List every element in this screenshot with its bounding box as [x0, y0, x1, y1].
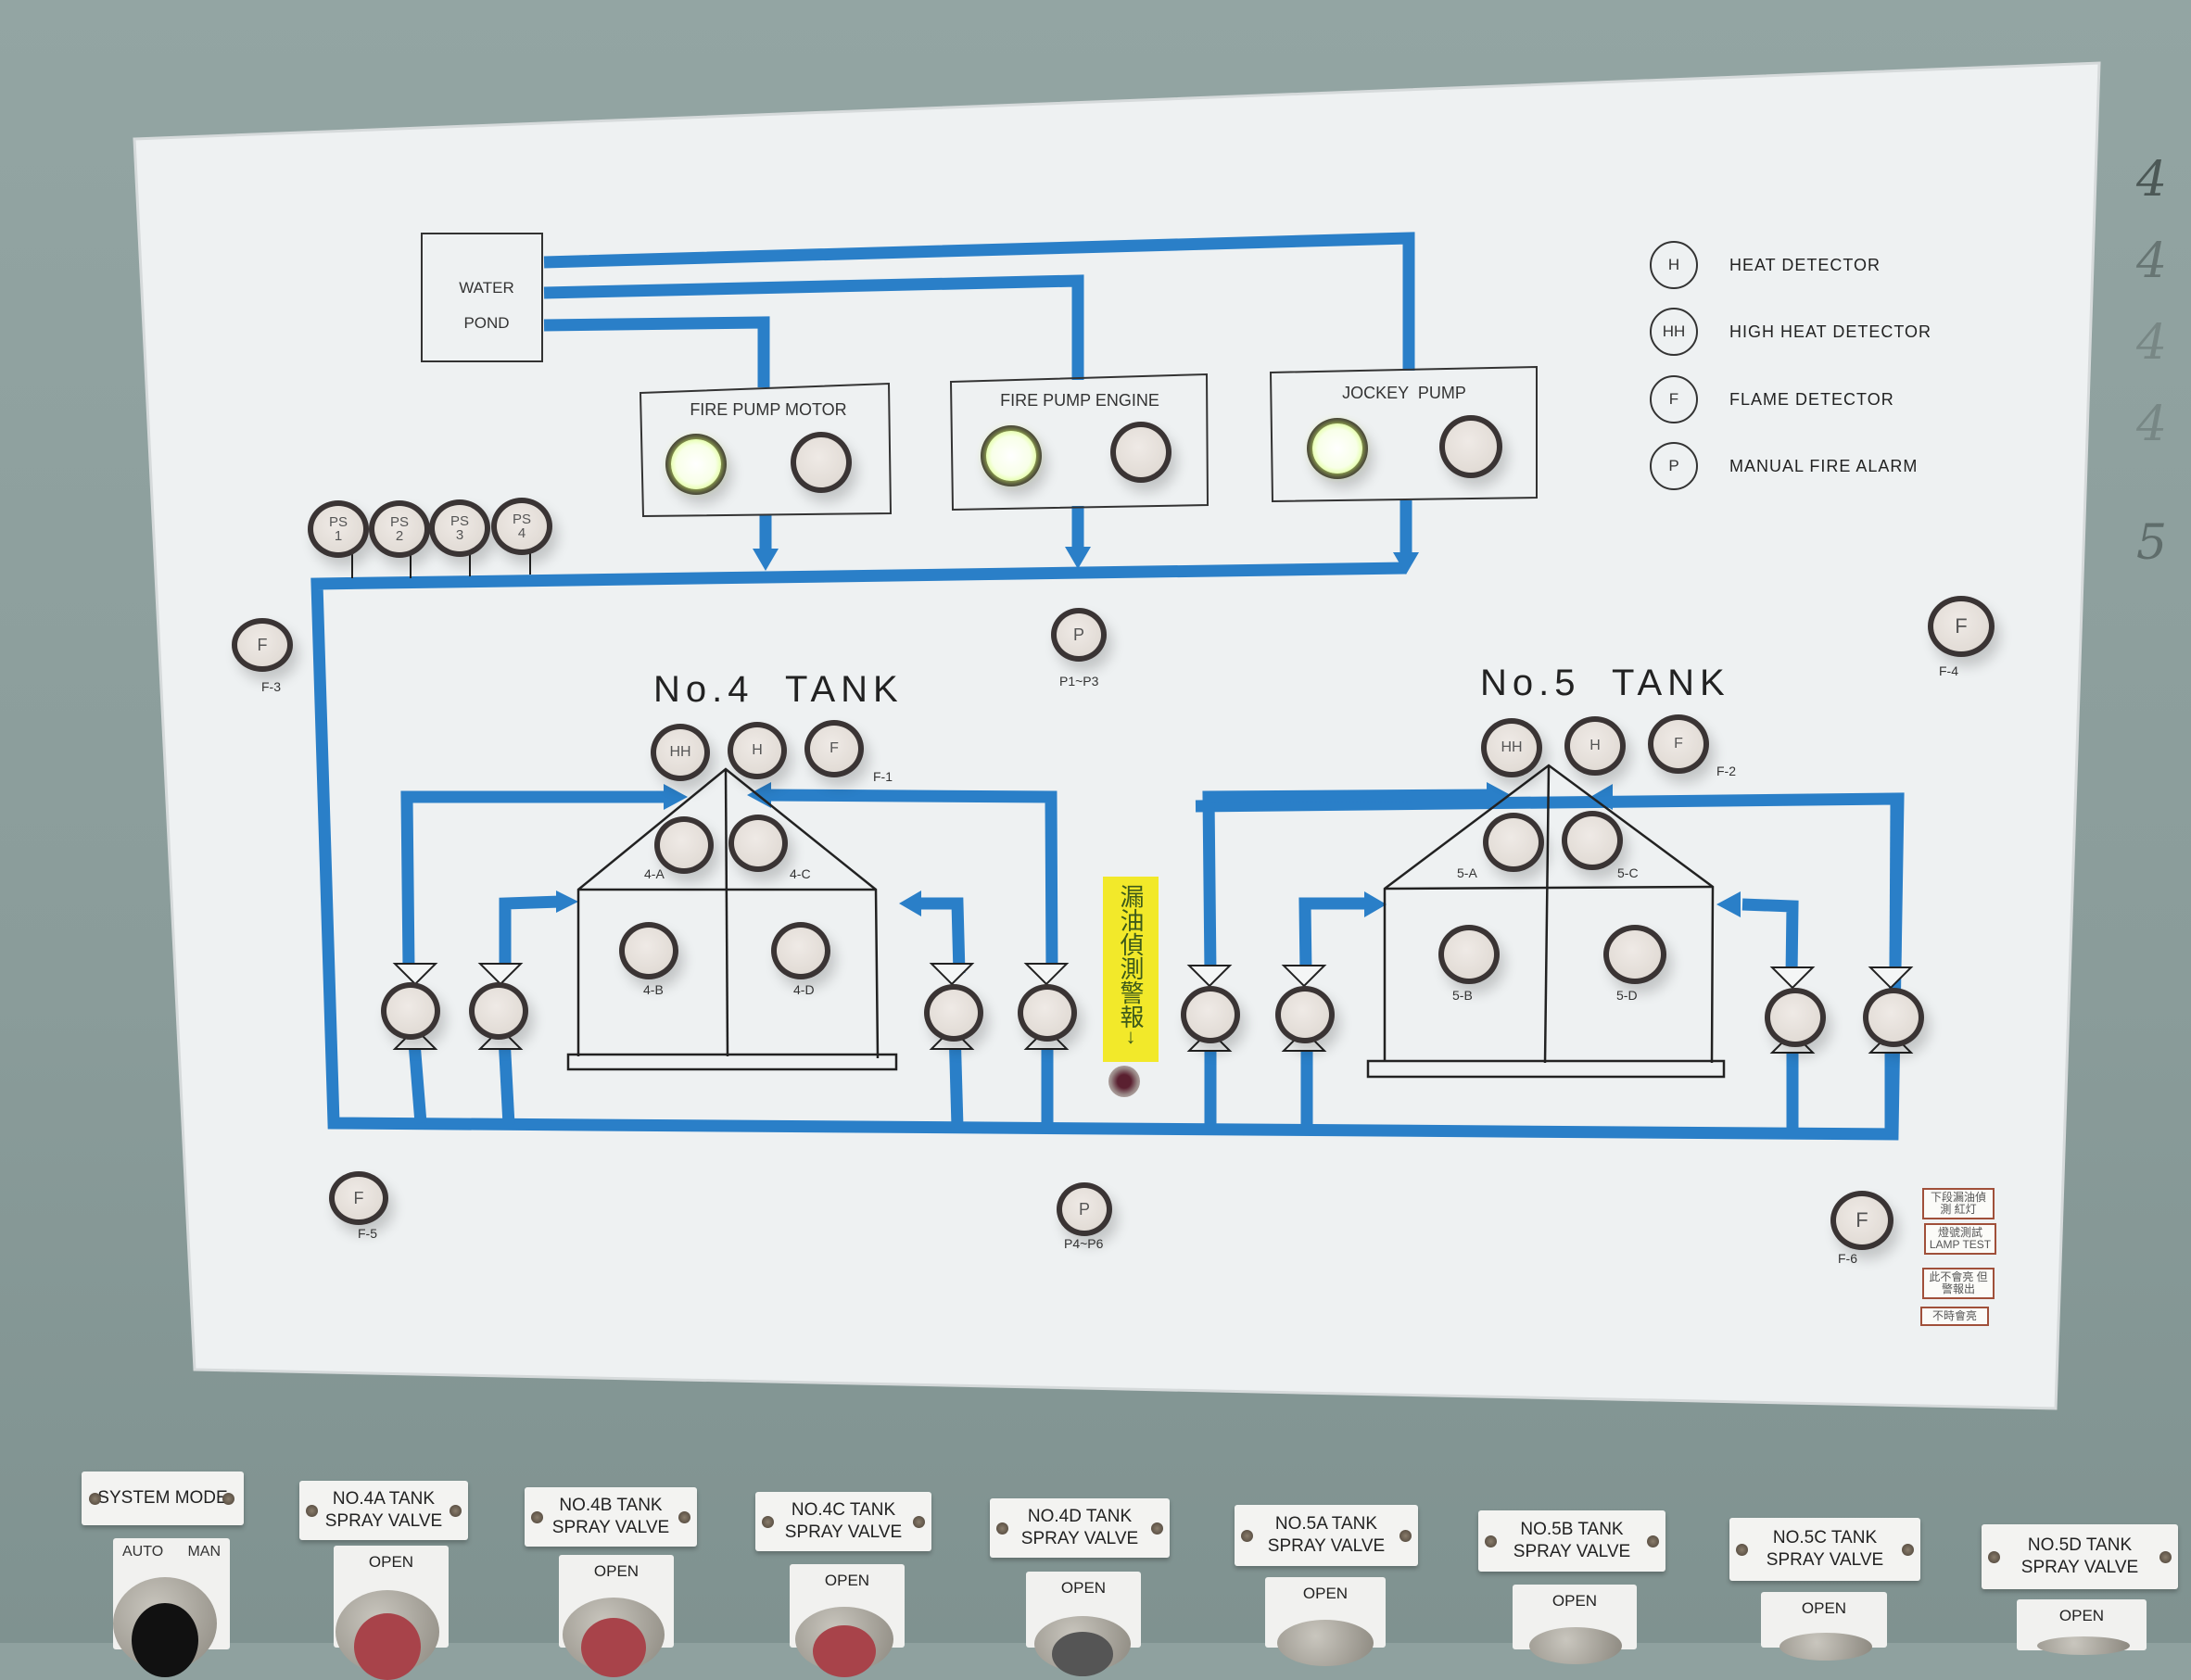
tank4-high-heat-detector[interactable]: HH [651, 724, 710, 781]
sticker-oil-leak-red-lamp: 下段漏油偵測 紅灯 [1922, 1188, 1995, 1219]
valve-lamp-5d-inner[interactable] [1765, 988, 1826, 1047]
spray-valve-5d-open-button[interactable] [2037, 1636, 2130, 1655]
spray-valve-4c-open-button[interactable] [795, 1607, 893, 1677]
tank5-zone-b-lamp[interactable] [1438, 925, 1500, 984]
tank4-heat-detector[interactable]: H [728, 722, 787, 779]
tank5-high-heat-detector[interactable]: HH [1481, 718, 1542, 777]
spray-valve-4a-open-button[interactable] [336, 1590, 439, 1680]
tank4-zone-a-lamp[interactable] [654, 816, 714, 874]
sticker-intermittent: 不時會亮 [1920, 1307, 1989, 1326]
flame-detector-f5-label: F-5 [358, 1226, 377, 1241]
manual-alarm-p1-p3-label: P1~P3 [1059, 674, 1099, 688]
tank4-zone-a-label: 4-A [644, 866, 665, 881]
oil-leak-alarm-label: 漏油偵測警報 ↓ [1103, 877, 1159, 1062]
manual-alarm-p4-p6[interactable]: P [1057, 1182, 1112, 1236]
pump-label-motor: FIRE PUMP MOTOR [690, 400, 847, 419]
flame-detector-f4[interactable]: F [1928, 596, 1995, 657]
tank5-zone-d-lamp[interactable] [1603, 925, 1666, 984]
fire-pump-engine-run-lamp[interactable] [981, 425, 1042, 486]
fire-pump-engine-stop-lamp[interactable] [1110, 422, 1171, 483]
pump-label-engine: FIRE PUMP ENGINE [1000, 391, 1159, 410]
tank4-flame-detector[interactable]: F [804, 720, 864, 777]
spray-valve-5a-open-button[interactable] [1277, 1620, 1374, 1666]
flame-detector-f3-label: F-3 [261, 679, 281, 694]
legend-symbol: P [1650, 442, 1698, 490]
system-mode-plate: SYSTEM MODE [82, 1472, 244, 1525]
system-mode-selector-switch[interactable] [113, 1577, 217, 1677]
spray-valve-5d-subplate: OPEN [2017, 1599, 2147, 1650]
mimic-board [133, 61, 2101, 1410]
valve-lamp-4a-outer[interactable] [381, 982, 440, 1040]
tank4-zone-c-label: 4-C [790, 866, 811, 881]
spray-valve-4d-plate: NO.4D TANK SPRAY VALVE [990, 1498, 1170, 1558]
spray-valve-5a-plate: NO.5A TANK SPRAY VALVE [1235, 1505, 1418, 1566]
spray-valve-5c-plate: NO.5C TANK SPRAY VALVE [1729, 1518, 1920, 1581]
flame-detector-f6-label: F-6 [1838, 1251, 1857, 1266]
sticker-no-light-alarm: 此不會亮 但警報出 [1922, 1268, 1995, 1299]
flame-detector-f6[interactable]: F [1830, 1191, 1893, 1250]
side-marks: 4 4 4 4 5 [2136, 152, 2168, 571]
spray-valve-4b-plate: NO.4B TANK SPRAY VALVE [525, 1487, 697, 1547]
spray-valve-5b-open-button[interactable] [1529, 1627, 1622, 1664]
tank4-zone-d-label: 4-D [793, 982, 815, 997]
tank5-zone-c-lamp[interactable] [1562, 811, 1623, 870]
tank5-flame-label: F-2 [1716, 764, 1736, 778]
manual-alarm-p4-p6-label: P4~P6 [1064, 1236, 1104, 1251]
tank4-zone-c-lamp[interactable] [728, 815, 788, 872]
tank4-zone-b-lamp[interactable] [619, 922, 678, 979]
flame-detector-f4-label: F-4 [1939, 663, 1958, 678]
manual-alarm-p1-p3[interactable]: P [1051, 608, 1107, 662]
tank5-title: No.5 TANK [1480, 663, 1730, 703]
flame-detector-f3[interactable]: F [232, 618, 293, 672]
valve-lamp-4d-inner[interactable] [924, 984, 983, 1042]
tank4-flame-label: F-1 [873, 769, 893, 784]
tank5-flame-detector[interactable]: F [1648, 714, 1709, 774]
spray-valve-5c-open-button[interactable] [1779, 1633, 1872, 1661]
tank4-zone-b-label: 4-B [643, 982, 664, 997]
tank5-zone-d-label: 5-D [1616, 988, 1638, 1003]
spray-valve-5c-subplate: OPEN [1761, 1592, 1887, 1648]
valve-lamp-4a-inner[interactable] [469, 982, 528, 1040]
spray-valve-4a-plate: NO.4A TANK SPRAY VALVE [299, 1481, 468, 1540]
valve-lamp-5d-outer[interactable] [1863, 988, 1924, 1047]
valve-lamp-5a-outer[interactable] [1181, 986, 1240, 1043]
spray-valve-5b-plate: NO.5B TANK SPRAY VALVE [1478, 1510, 1665, 1572]
tank5-zone-b-label: 5-B [1452, 988, 1473, 1003]
valve-lamp-4d-outer[interactable] [1018, 984, 1077, 1042]
jockey-pump-run-lamp[interactable] [1307, 418, 1368, 479]
spray-valve-4c-plate: NO.4C TANK SPRAY VALVE [755, 1492, 931, 1551]
legend-symbol: H [1650, 241, 1698, 289]
spray-valve-5d-plate: NO.5D TANK SPRAY VALVE [1982, 1524, 2178, 1589]
fire-pump-motor-run-lamp[interactable] [665, 434, 727, 495]
valve-lamp-5a-inner[interactable] [1275, 986, 1335, 1043]
legend-symbol: F [1650, 375, 1698, 423]
fire-pump-motor-stop-lamp[interactable] [791, 432, 852, 493]
tank4-zone-d-lamp[interactable] [771, 922, 830, 979]
pump-label-jockey: JOCKEY PUMP [1342, 384, 1466, 402]
tank5-zone-a-lamp[interactable] [1483, 813, 1544, 872]
tank5-zone-c-label: 5-C [1617, 865, 1639, 880]
tank5-zone-a-label: 5-A [1457, 865, 1477, 880]
spray-valve-4d-open-button[interactable] [1034, 1616, 1131, 1676]
tank4-title: No.4 TANK [653, 669, 904, 710]
flame-detector-f5[interactable]: F [329, 1171, 388, 1225]
jockey-pump-stop-lamp[interactable] [1439, 415, 1502, 478]
spray-valve-4b-open-button[interactable] [563, 1598, 665, 1678]
tank5-heat-detector[interactable]: H [1564, 716, 1626, 776]
oil-leak-indicator-lamp[interactable] [1108, 1066, 1140, 1097]
sticker-lamp-test: 燈號測試 LAMP TEST [1924, 1223, 1996, 1255]
water-pond-label: WATER POND [459, 279, 514, 332]
legend-symbol: HH [1650, 308, 1698, 356]
